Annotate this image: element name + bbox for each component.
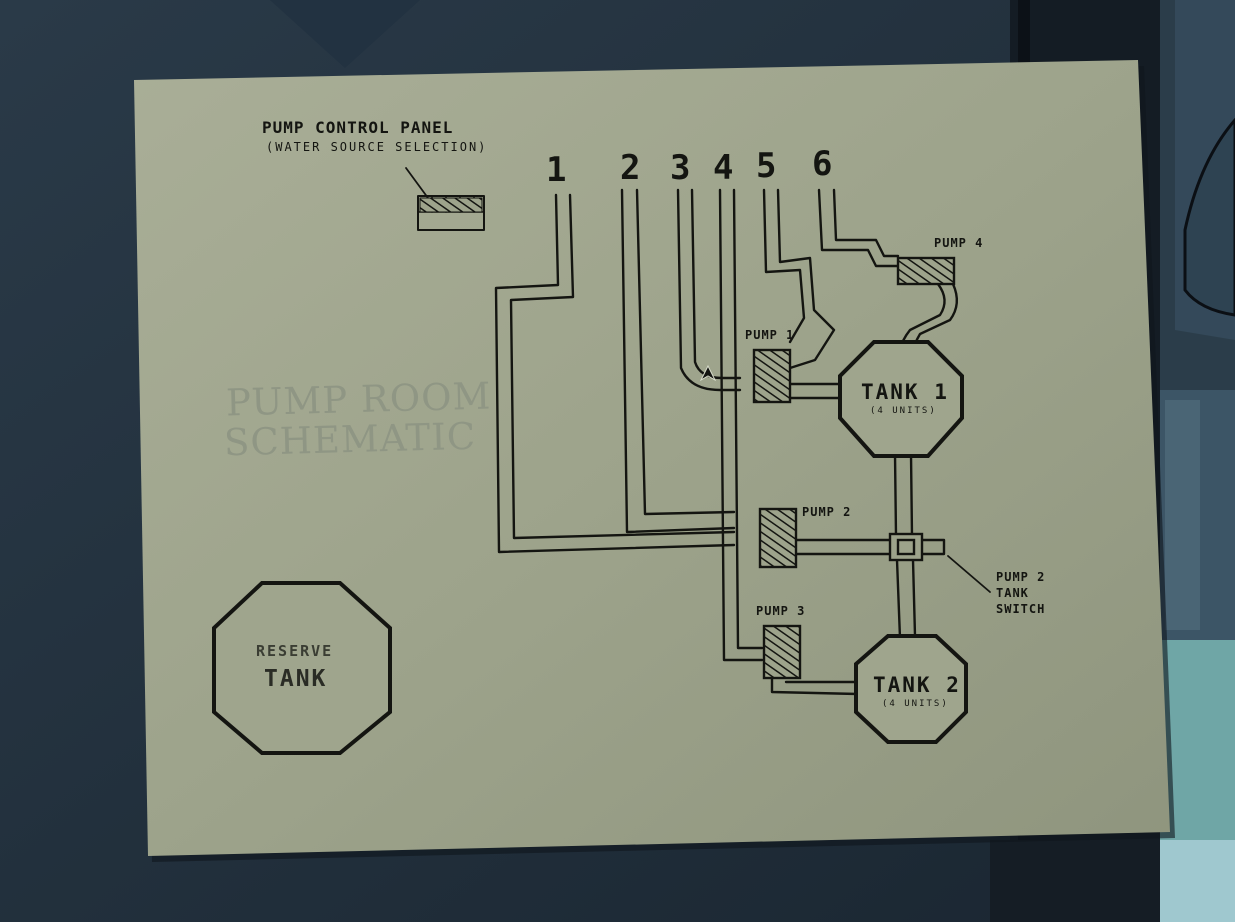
pipe-number-2: 2 [620,148,641,188]
schematic-title-line2: SCHEMATIC [223,414,477,465]
tank-2-capacity: (4 UNITS) [882,699,949,709]
tank-1-shape [838,340,964,458]
reserve-tank-label-line1: RESERVE [256,642,334,660]
control-panel-title: PUMP CONTROL PANEL [262,118,454,137]
pump-2-label: PUMP 2 [802,505,852,519]
switch-label-line2: TANK [996,586,1029,600]
pipe-number-5: 5 [756,146,777,186]
pipe-number-4: 4 [713,148,734,188]
pump-4-label: PUMP 4 [934,236,984,250]
pump-1-label: PUMP 1 [745,328,795,342]
reserve-tank-shape [212,581,392,755]
pump-2-box [758,507,798,569]
pump-3-label: PUMP 3 [756,604,806,618]
reserve-tank-label-line2: TANK [264,666,328,692]
tank-1-name: TANK 1 [861,380,949,404]
pump-1-box [752,348,792,404]
cursor-icon [699,364,717,382]
switch-label-line3: SWITCH [996,602,1046,616]
tank-switch-box [888,532,924,562]
tank-1-capacity: (4 UNITS) [870,406,937,416]
tank-2-shape [854,634,968,744]
switch-label-line1: PUMP 2 [996,570,1046,584]
pump-3-box [762,624,802,680]
control-panel-subtitle: (WATER SOURCE SELECTION) [266,140,488,154]
pipe-number-3: 3 [670,148,691,188]
pipe-number-1: 1 [546,150,567,190]
tank-2-name: TANK 2 [873,673,961,697]
control-panel-switches [419,197,483,213]
pump-4-box [896,256,956,286]
pipe-number-6: 6 [812,144,833,184]
